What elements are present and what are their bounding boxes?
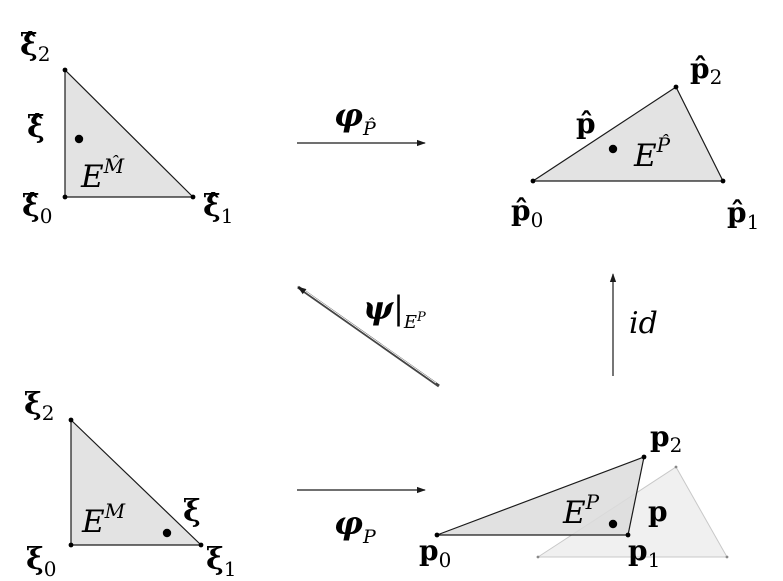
physical-point: [608, 519, 618, 529]
mesh-point: [162, 528, 172, 538]
reference-vertex-origin-label: ξ̂0: [22, 189, 53, 228]
physical-element-label: EP: [562, 490, 600, 531]
reference-triangle: [64, 68, 195, 198]
physical-vertex-left-label: p0: [419, 534, 451, 572]
faint-vertex-top: [674, 465, 678, 469]
identity-map-label: id: [629, 306, 658, 341]
diagonal-map-arrow-inner: [304, 290, 437, 384]
diagonal-map-label: ψ|EP: [363, 289, 426, 333]
physical-reference-vertex-right-label: p̂1: [727, 196, 759, 234]
mesh-triangle: [70, 418, 203, 546]
diagonal-map-arrow: [297, 285, 440, 388]
mesh-element-label: EM: [81, 499, 126, 540]
bottom-map-label: φP: [334, 504, 377, 548]
mesh-element: ξ2 ξ ξ0 ξ1 EM: [24, 387, 237, 581]
reference-vertex-right-label: ξ̂1: [203, 189, 234, 228]
mesh-vertex-top-label: ξ2: [24, 387, 55, 425]
reference-element: ξ̂2 ξ̂ ξ̂0 ξ̂1 EM̂: [20, 28, 234, 228]
reference-vertex-right: [190, 194, 196, 200]
physical-reference-triangle: [530, 86, 724, 182]
physical-reference-point: [608, 144, 618, 154]
faint-vertex-left: [536, 555, 540, 559]
reference-vertex-top: [62, 67, 68, 73]
mesh-vertex-origin-label: ξ0: [26, 542, 57, 581]
physical-vertex-right: [625, 532, 631, 538]
physical-triangle: [436, 456, 645, 536]
physical-reference-point-label: p̂: [576, 107, 596, 140]
physical-reference-element: p̂2 p̂ p̂0 p̂1 EP̂: [511, 52, 759, 234]
reference-point-label: ξ̂: [27, 110, 45, 145]
physical-vertex-right-label: p1: [628, 534, 660, 572]
physical-reference-vertex-right: [720, 178, 726, 184]
physical-vertex-top-label: p2: [650, 420, 682, 457]
physical-reference-element-label: EP̂: [633, 133, 671, 174]
reference-vertex-origin: [62, 194, 68, 200]
physical-point-label: p: [648, 495, 668, 528]
physical-reference-vertex-top-label: p̂2: [690, 52, 722, 89]
reference-point: [74, 134, 84, 144]
map-arrows: φP̂ φP id ψ|EP: [297, 96, 658, 548]
physical-reference-vertex-left-label: p̂0: [511, 194, 543, 232]
mesh-vertex-top: [68, 417, 74, 423]
faint-vertex-right: [725, 555, 729, 559]
reference-vertex-top-label: ξ̂2: [20, 28, 51, 66]
physical-element: p2 p p0 p1 EP: [419, 420, 729, 572]
reference-element-label: EM̂: [80, 154, 125, 195]
top-map-label: φP̂: [334, 96, 377, 140]
physical-reference-vertex-top: [673, 84, 679, 90]
physical-reference-vertex-left: [530, 178, 536, 184]
mesh-vertex-origin: [68, 542, 74, 548]
mesh-point-label: ξ: [183, 494, 201, 529]
physical-vertex-left: [434, 532, 440, 538]
physical-vertex-top: [641, 454, 647, 460]
mesh-vertex-right-label: ξ1: [206, 542, 237, 581]
mesh-vertex-right: [198, 542, 204, 548]
